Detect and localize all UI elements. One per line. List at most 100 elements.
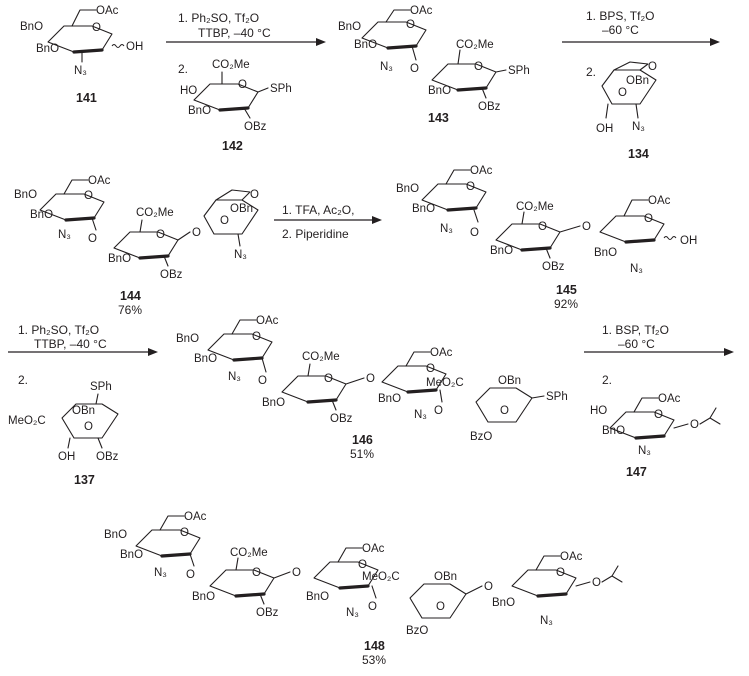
label-ring-o: O <box>426 363 435 375</box>
label-ring-o: O <box>466 181 475 193</box>
label-ring-o: O <box>324 373 333 385</box>
reaction-1-line-2: TTBP, –40 °C <box>198 26 271 40</box>
label-ring-o: O <box>406 19 415 31</box>
label-n3: N₃ <box>630 263 643 275</box>
label-glycosidic-o: O <box>292 567 301 579</box>
label-ring-o: O <box>252 331 261 343</box>
label-ring-o: O <box>84 421 93 433</box>
label-oac: OAc <box>410 5 433 17</box>
yield-144: 76% <box>118 303 142 317</box>
label-ring-o: O <box>92 22 101 34</box>
label-oac: OAc <box>256 315 279 327</box>
label-glycosidic-o: O <box>258 375 267 387</box>
label-obn: OBn <box>626 75 649 87</box>
label-n3: N₃ <box>638 445 651 457</box>
label-bno: BnO <box>378 393 401 405</box>
compound-id-147: 147 <box>626 465 647 479</box>
label-oac: OAc <box>470 165 493 177</box>
label-glycosidic-o: O <box>368 601 377 613</box>
label-ring-o: O <box>238 79 247 91</box>
label-glycosidic-o: O <box>410 63 419 75</box>
yield-145: 92% <box>554 297 578 311</box>
reaction-2-line-3: 2. <box>586 65 596 79</box>
label-bno: BnO <box>192 591 215 603</box>
label-co2me: CO₂Me <box>136 207 174 219</box>
label-glycosidic-o: O <box>582 221 591 233</box>
label-oac: OAc <box>430 347 453 359</box>
label-glycosidic-o: O <box>366 373 375 385</box>
label-co2me: CO₂Me <box>456 39 494 51</box>
reaction-4-line-2: TTBP, –40 °C <box>34 337 107 351</box>
reaction-5-line-2: –60 °C <box>618 337 655 351</box>
label-ring-o: O <box>644 213 653 225</box>
label-ho: HO <box>590 405 607 417</box>
reaction-arrow-1: 1. Ph₂SO, Tf₂O TTBP, –40 °C 2. <box>166 11 326 76</box>
label-bno: BnO <box>194 353 217 365</box>
label-obz: OBz <box>160 269 183 281</box>
reaction-5-line-1: 1. BSP, Tf₂O <box>602 323 669 337</box>
compound-137: SPh OBn MeO₂C O OH OBz 137 <box>8 381 119 487</box>
label-obz: OBz <box>330 413 353 425</box>
label-bno: BnO <box>412 203 435 215</box>
compound-id-146: 146 <box>352 433 373 447</box>
compound-144: OAc BnO BnO O N₃ O CO₂Me O BnO OBz O OBn… <box>14 175 259 317</box>
label-oh: OH <box>58 451 75 463</box>
reaction-4-line-3: 2. <box>18 373 28 387</box>
label-n3: N₃ <box>440 223 453 235</box>
label-bno: BnO <box>188 105 211 117</box>
label-obz: OBz <box>96 451 119 463</box>
compound-142: CO₂Me HO BnO O SPh OBz 142 <box>180 59 292 153</box>
label-glycosidic-o: O <box>186 569 195 581</box>
label-bno: BnO <box>14 189 37 201</box>
reaction-arrow-4: 1. Ph₂SO, Tf₂O TTBP, –40 °C 2. <box>8 323 158 387</box>
label-glycosidic-o: O <box>470 227 479 239</box>
label-ho: HO <box>180 85 197 97</box>
compound-id-142: 142 <box>222 139 243 153</box>
label-bno: BnO <box>428 85 451 97</box>
label-bzo: BzO <box>406 625 428 637</box>
label-bridge-o: O <box>220 215 229 227</box>
reaction-arrow-5: 1. BSP, Tf₂O –60 °C 2. <box>584 323 734 387</box>
label-sph: SPh <box>270 83 292 95</box>
reaction-arrow-2: 1. BPS, Tf₂O –60 °C 2. <box>562 9 720 79</box>
label-co2me: CO₂Me <box>302 351 340 363</box>
label-sph: SPh <box>546 391 568 403</box>
label-bzo: BzO <box>470 431 492 443</box>
compound-id-137: 137 <box>74 473 95 487</box>
label-oac: OAc <box>362 543 385 555</box>
compound-id-134: 134 <box>628 147 649 161</box>
reaction-4-line-1: 1. Ph₂SO, Tf₂O <box>18 323 99 337</box>
label-ring-o: O <box>358 559 367 571</box>
label-bno: BnO <box>492 597 515 609</box>
label-oac: OAc <box>658 393 681 405</box>
label-co2me: CO₂Me <box>212 59 250 71</box>
label-ring-o: O <box>654 409 663 421</box>
label-oac: OAc <box>560 551 583 563</box>
label-ring-o: O <box>500 405 509 417</box>
label-ring-o: O <box>538 221 547 233</box>
compound-141: OAc BnO BnO O N₃ OH 141 <box>20 5 143 105</box>
label-oh: OH <box>596 123 613 135</box>
reaction-2-line-1: 1. BPS, Tf₂O <box>586 9 654 23</box>
label-n3: N₃ <box>58 229 71 241</box>
label-ring-o: O <box>474 61 483 73</box>
label-oh: OH <box>126 41 143 53</box>
label-meo2c: MeO₂C <box>426 377 464 389</box>
label-n3: N₃ <box>632 121 645 133</box>
label-bno: BnO <box>396 183 419 195</box>
label-bno: BnO <box>120 549 143 561</box>
label-meo2c: MeO₂C <box>362 571 400 583</box>
label-n3: N₃ <box>234 249 247 261</box>
label-oh: OH <box>680 235 697 247</box>
compound-147: OAc HO BnO O N₃ O 147 <box>590 393 721 479</box>
label-ring-o: O <box>180 527 189 539</box>
label-co2me: CO₂Me <box>516 201 554 213</box>
label-glycosidic-o: O <box>88 233 97 245</box>
label-glycosidic-o: O <box>192 227 201 239</box>
label-glycosidic-o: O <box>484 581 493 593</box>
label-anomeric-o: O <box>592 577 601 589</box>
label-ring-o: O <box>556 567 565 579</box>
label-oac: OAc <box>648 195 671 207</box>
compound-148: OAc BnO BnO O N₃ O CO₂Me O BnO OBz O OAc… <box>104 511 623 667</box>
yield-148: 53% <box>362 653 386 667</box>
